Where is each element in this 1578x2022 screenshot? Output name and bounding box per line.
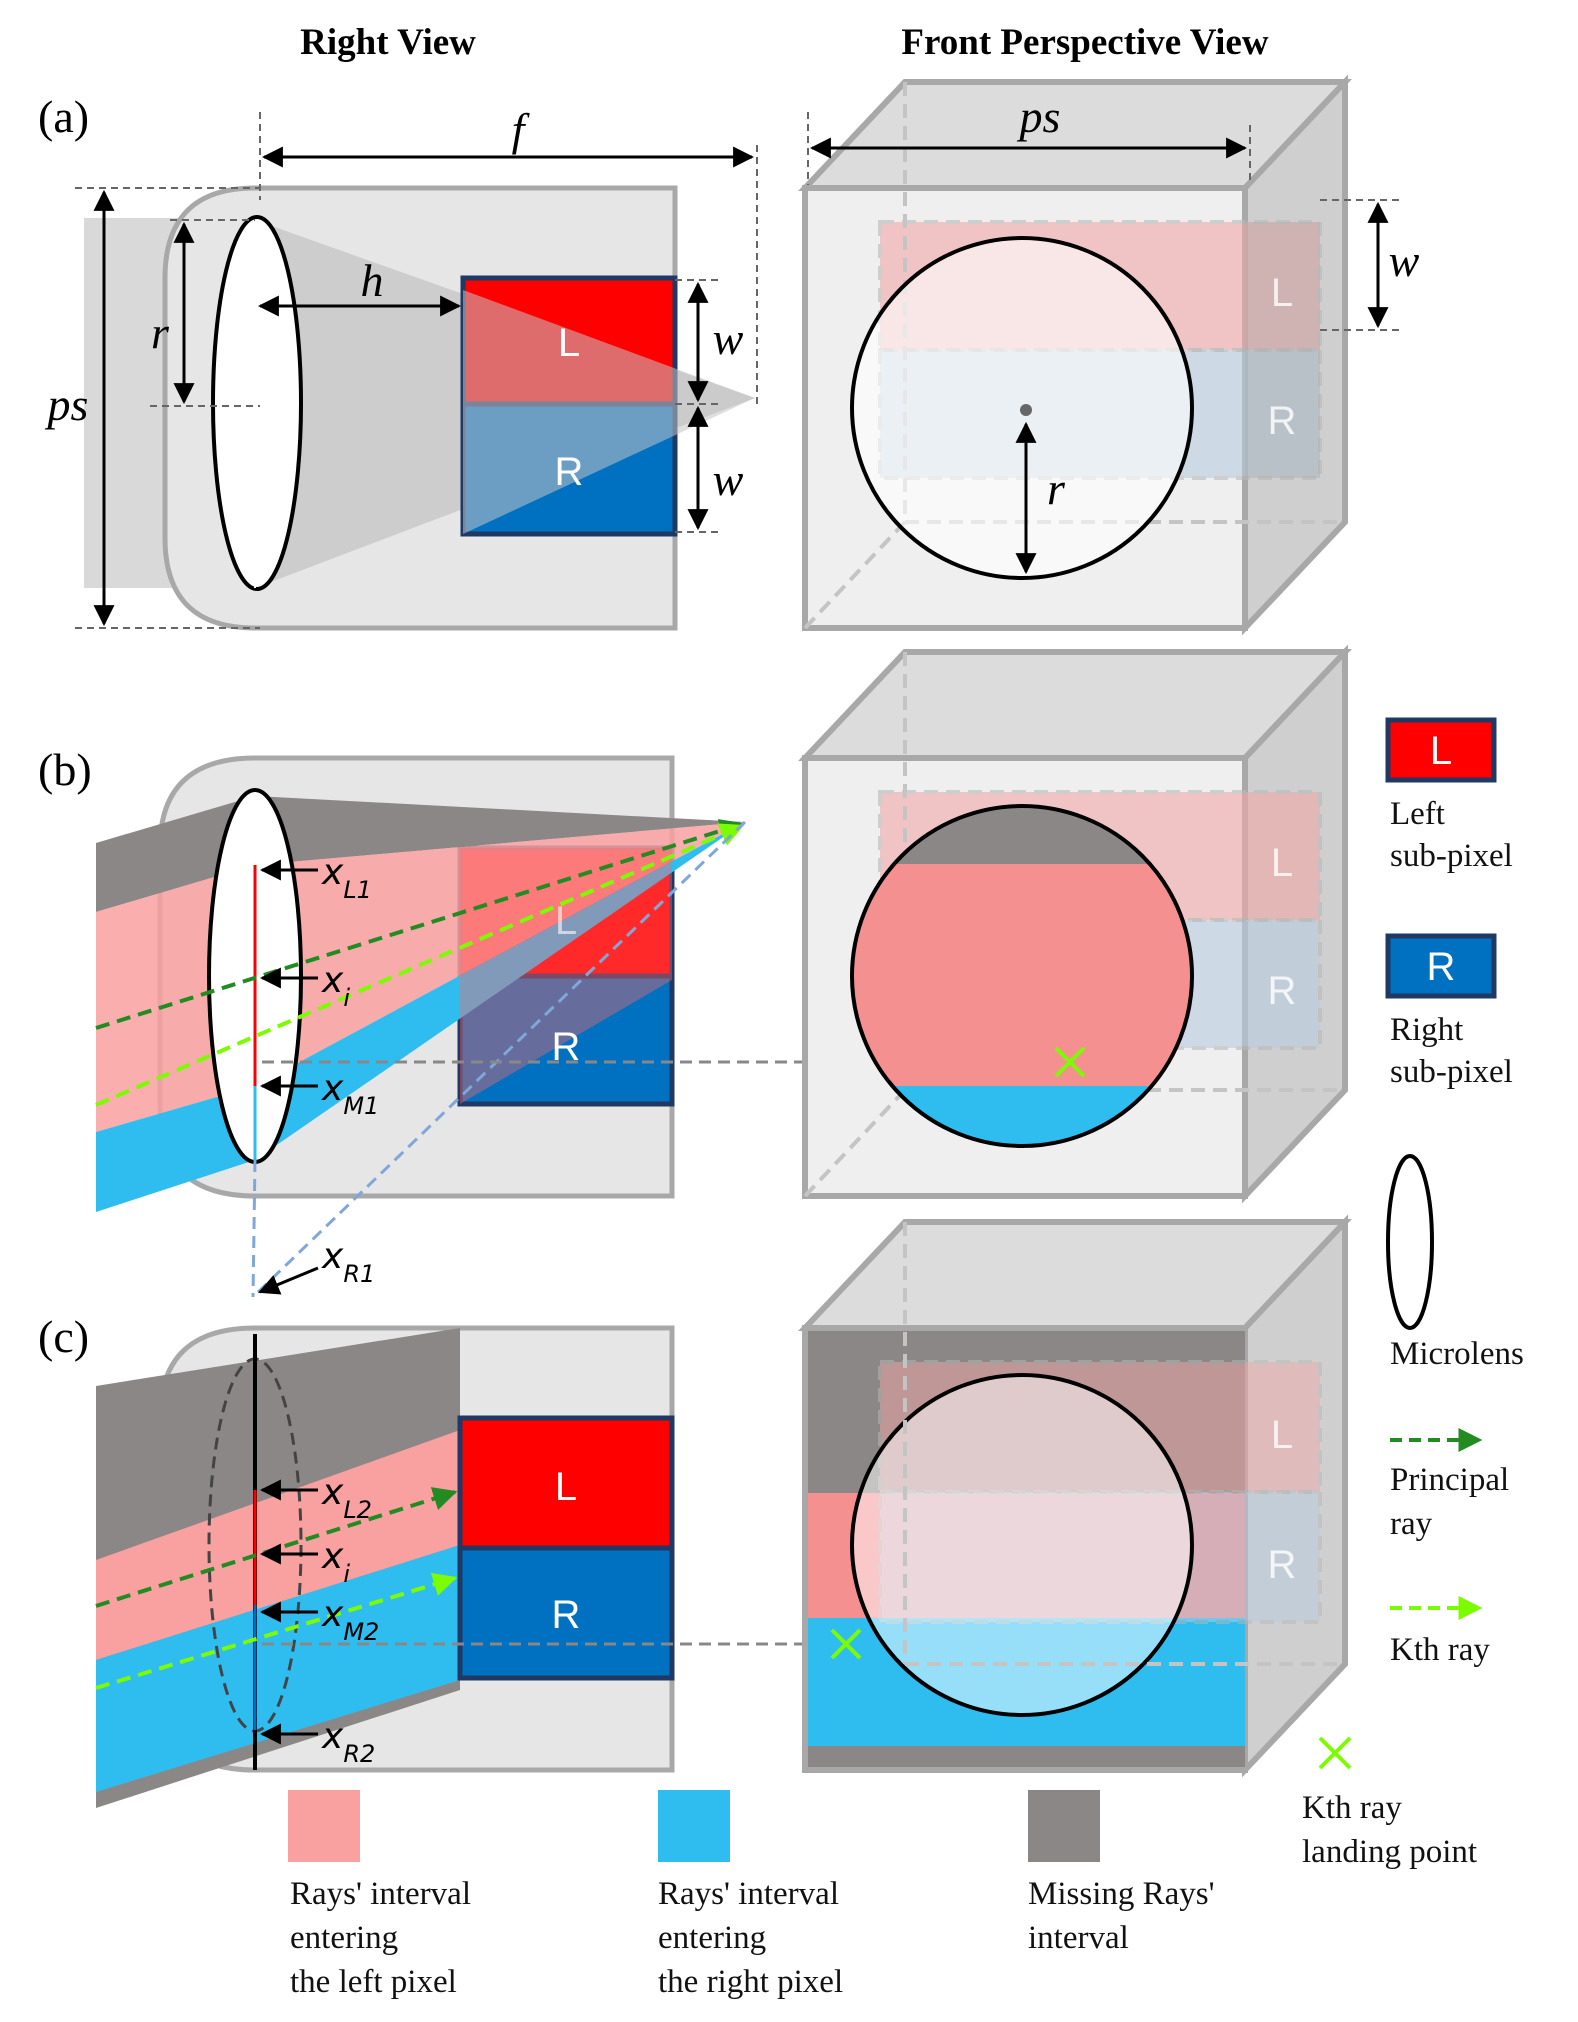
microlens-front-c [850,1373,1194,1717]
label-ps-front: ps [1017,91,1061,142]
panel-label-c: (c) [38,1311,89,1362]
label-w-front: w [1389,235,1420,286]
legend-right-text-1: Right [1390,1012,1463,1048]
right-subpixel-b [457,973,675,1107]
legend-missing-2: interval [1028,1920,1129,1956]
cube-label-L: L [1271,271,1293,315]
label-h: h [361,255,384,306]
label-w-top: w [713,313,744,364]
legend-landing-icon [1318,1736,1352,1770]
legend-right-text-2: sub-pixel [1390,1054,1513,1090]
header-front-perspective: Front Perspective View [901,22,1268,63]
panel-c-right-view: (c) L R xL2 xi xM2 xR2 [38,1311,830,1808]
cube-label-R: R [1268,399,1297,443]
cube-b-R: R [1268,969,1297,1013]
svg-text:R: R [1427,945,1456,989]
panel-c-front-view: L R [798,1214,1352,1778]
right-subpixel-c [457,1545,675,1681]
cube-b-L: L [1271,841,1293,885]
label-ps: ps [45,379,89,430]
legend-missing-1: Missing Rays' [1028,1876,1215,1912]
label-xR1: x [321,1236,344,1277]
legend-landing-2: landing point [1302,1834,1477,1870]
legend-missing-swatch [1028,1790,1100,1862]
legend-microlens-icon [1386,1154,1434,1330]
label-xL2: x [321,1472,344,1513]
legend-left-text-2: sub-pixel [1390,838,1513,874]
legend-left-text-1: Left [1390,796,1445,832]
label-xR2: x [321,1716,344,1757]
panel-a-right-view: (a) L R f ps r h w w [38,91,758,631]
legend-microlens: Microlens [1390,1336,1524,1372]
legend-left-interval-swatch [288,1790,360,1862]
legend-right-interval-swatch [658,1790,730,1862]
subpixel-c-L: L [555,1465,577,1509]
subpixel-label-L: L [558,321,580,365]
subpixel-c-R: R [552,1593,581,1637]
svg-text:xL1: xL1 [321,852,372,904]
panel-label-a: (a) [38,91,89,142]
legend-right-interval-2: entering [658,1920,766,1956]
label-xL1: x [321,852,344,893]
header-right-view: Right View [300,22,476,63]
legend-left-swatch [1385,717,1497,783]
kth-ray-b [95,823,745,1107]
legend-left-interval-2: entering [290,1920,398,1956]
label-xM1: x [321,1068,344,1109]
legend-right-swatch [1385,933,1497,999]
legend-right-interval-1: Rays' interval [658,1876,839,1912]
subpixel-label-R: R [555,450,584,494]
svg-text:xR2: xR2 [321,1716,375,1768]
panel-b-front-view: L R [798,644,1352,1204]
legend-kth: Kth ray [1390,1632,1490,1668]
principal-ray-b [95,819,745,1030]
legend-principal-2: ray [1390,1506,1433,1542]
label-f: f [512,104,531,155]
legend-left-interval-3: the left pixel [290,1964,457,2000]
label-r: r [151,307,170,358]
label-r-front: r [1047,463,1066,514]
microlens [211,215,303,591]
svg-text:xM1: xM1 [321,1068,379,1120]
label-w-bottom: w [713,454,744,505]
svg-text:xi: xi [321,960,350,1012]
label-xi-c: x [321,1536,344,1577]
subpixel-b-L: L [555,899,577,943]
legend-right-interval-3: the right pixel [658,1964,843,2000]
svg-text:xL2: xL2 [321,1472,372,1524]
legend-principal-1: Principal [1390,1462,1509,1498]
label-xi-b: x [321,960,344,1001]
label-xM2: x [321,1594,344,1635]
panel-b-right-view: (b) L R xL1 xi xM1 xR1 [38,744,1068,1299]
right-interval-c [96,1545,460,1792]
panel-label-b: (b) [38,744,92,795]
kth-landing-c [830,1628,862,1660]
legend-landing-1: Kth ray [1302,1790,1402,1826]
legend-left-interval-1: Rays' interval [290,1876,471,1912]
panel-a-front-view: L R r ps w [798,74,1420,636]
light-cone-overlay [463,290,755,534]
legend-bottom: Rays' interval entering the left pixel R… [288,1790,1215,2000]
svg-text:L: L [1430,729,1452,773]
lens-center [1020,404,1032,416]
left-subpixel-c [457,1415,675,1551]
kth-ray-c [95,1572,458,1690]
svg-text:xi: xi [321,1536,350,1588]
kth-landing-b [1054,1046,1086,1078]
svg-text:xM2: xM2 [321,1594,379,1646]
svg-text:xR1: xR1 [321,1236,375,1288]
cube-c-L: L [1271,1413,1293,1457]
legend-right: L Left sub-pixel R Right sub-pixel Micro… [1302,717,1524,1870]
cube-c-R: R [1268,1543,1297,1587]
microlens-front-b [850,804,1194,1148]
